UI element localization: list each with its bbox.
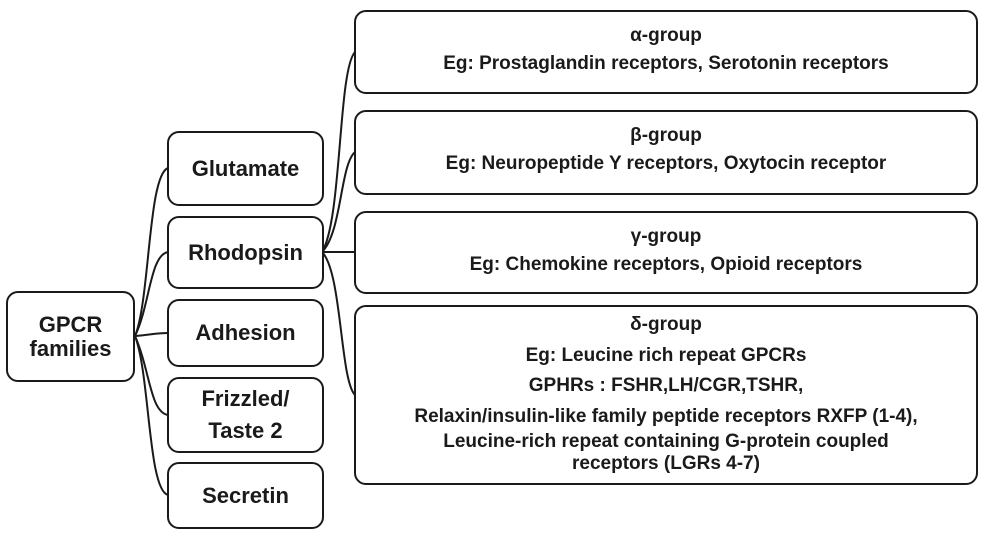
family-frizzled-box: Frizzled/ Taste 2: [167, 377, 324, 453]
family-glutamate-box: Glutamate: [167, 131, 324, 206]
family-adhesion-box: Adhesion: [167, 299, 324, 367]
gamma-group-title: γ-group: [630, 226, 702, 247]
root-label-line1: GPCR: [38, 312, 103, 338]
connector-root-secretin: [134, 335, 169, 496]
gamma-group-example: Eg: Chemokine receptors, Opioid receptor…: [469, 253, 863, 275]
family-secretin-box: Secretin: [167, 462, 324, 529]
delta-group-box: δ-group Eg: Leucine rich repeat GPCRs GP…: [354, 305, 978, 485]
family-rhodopsin-label: Rhodopsin: [188, 239, 303, 265]
connector-root-glutamate: [134, 167, 169, 337]
delta-group-title: δ-group: [630, 314, 702, 335]
connector-rhodopsin-beta: [321, 151, 356, 253]
alpha-group-box: α-group Eg: Prostaglandin receptors, Ser…: [354, 10, 978, 94]
family-secretin-label: Secretin: [202, 482, 289, 508]
connector-rhodopsin-delta: [321, 251, 356, 396]
beta-group-example: Eg: Neuropeptide Y receptors, Oxytocin r…: [445, 152, 887, 174]
connector-root-rhodopsin: [134, 251, 169, 337]
gpcr-families-box: GPCR families: [6, 291, 135, 382]
delta-group-example: Eg: Leucine rich repeat GPCRs: [525, 344, 807, 366]
connector-root-frizzled: [134, 335, 169, 416]
beta-group-title: β-group: [630, 125, 702, 146]
family-rhodopsin-box: Rhodopsin: [167, 216, 324, 289]
delta-group-lgr-line2: receptors (LGRs 4-7): [572, 453, 760, 475]
connector-rhodopsin-alpha: [321, 51, 356, 253]
connector-root-adhesion: [134, 332, 169, 337]
delta-group-relaxin: Relaxin/insulin-like family peptide rece…: [414, 406, 918, 428]
delta-group-gphrs: GPHRs : FSHR,LH/CGR,TSHR,: [528, 375, 804, 397]
root-label-line2: families: [29, 335, 112, 361]
family-adhesion-label: Adhesion: [195, 320, 296, 346]
family-glutamate-label: Glutamate: [191, 155, 300, 181]
alpha-group-title: α-group: [630, 25, 702, 46]
delta-group-lgr-line1: Leucine-rich repeat containing G-protein…: [443, 430, 889, 452]
family-frizzled-label-line1: Frizzled/: [201, 386, 290, 412]
gamma-group-box: γ-group Eg: Chemokine receptors, Opioid …: [354, 211, 978, 294]
family-frizzled-label-line2: Taste 2: [208, 418, 283, 443]
beta-group-box: β-group Eg: Neuropeptide Y receptors, Ox…: [354, 110, 978, 195]
alpha-group-example: Eg: Prostaglandin receptors, Serotonin r…: [443, 52, 889, 74]
